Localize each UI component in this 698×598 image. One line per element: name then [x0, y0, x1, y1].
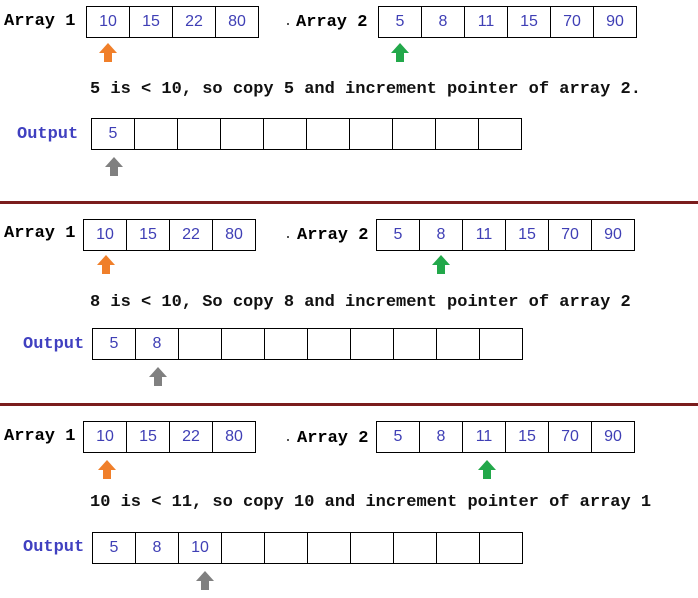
output-cell: 5 — [92, 328, 136, 360]
output-cells: 5 8 10 — [92, 532, 523, 564]
output-cell — [307, 328, 351, 360]
output-label: Output — [23, 538, 85, 557]
array2-cell: 5 — [378, 6, 422, 38]
output-cell — [220, 118, 264, 150]
array2-pointer-arrow-icon — [478, 460, 496, 479]
output-label: Output — [23, 335, 85, 354]
array2-cell: 90 — [593, 6, 637, 38]
array2-cell: 5 — [376, 219, 420, 251]
array2-cell: 8 — [419, 219, 463, 251]
array1-cell: 22 — [169, 219, 213, 251]
output-cell — [436, 328, 480, 360]
step-message: 10 is < 11, so copy 10 and increment poi… — [90, 493, 652, 512]
array1-cell: 10 — [83, 421, 127, 453]
step-panel-3: Array 1 10 15 22 80 Array 2 5 8 11 15 70… — [0, 406, 698, 598]
array1-label: Array 1 — [4, 12, 76, 31]
output-cell — [478, 118, 522, 150]
array1-cells: 10 15 22 80 — [86, 6, 259, 38]
array1-cell: 22 — [169, 421, 213, 453]
array2-cells: 5 8 11 15 70 90 — [378, 6, 637, 38]
array2-cell: 90 — [591, 421, 635, 453]
array1-cell: 80 — [212, 219, 256, 251]
separator-dot — [287, 236, 289, 238]
array1-cell: 80 — [212, 421, 256, 453]
array1-cell: 15 — [126, 219, 170, 251]
array2-cell: 11 — [462, 421, 506, 453]
array1-pointer-arrow-icon — [99, 43, 117, 62]
output-pointer-arrow-icon — [105, 157, 123, 176]
output-cell — [264, 328, 308, 360]
output-cell — [393, 532, 437, 564]
array2-cells: 5 8 11 15 70 90 — [376, 219, 635, 251]
output-cell — [349, 118, 393, 150]
array1-cells: 10 15 22 80 — [83, 421, 256, 453]
array2-cell: 70 — [550, 6, 594, 38]
output-cell — [221, 328, 265, 360]
output-cell — [306, 118, 350, 150]
array1-label: Array 1 — [4, 224, 76, 243]
array2-label: Array 2 — [297, 226, 369, 245]
array1-cell: 15 — [126, 421, 170, 453]
output-cell — [307, 532, 351, 564]
output-cell — [178, 328, 222, 360]
array2-cell: 5 — [376, 421, 420, 453]
array1-cells: 10 15 22 80 — [83, 219, 256, 251]
array2-cell: 11 — [464, 6, 508, 38]
array2-label: Array 2 — [297, 429, 369, 448]
output-pointer-arrow-icon — [149, 367, 167, 386]
output-cell — [264, 532, 308, 564]
output-cell — [177, 118, 221, 150]
step-panel-2: Array 1 10 15 22 80 Array 2 5 8 11 15 70… — [0, 204, 698, 404]
array1-cell: 22 — [172, 6, 216, 38]
output-cell: 8 — [135, 532, 179, 564]
output-cell — [350, 328, 394, 360]
array1-cell: 10 — [86, 6, 130, 38]
output-pointer-arrow-icon — [196, 571, 214, 590]
output-cell — [479, 532, 523, 564]
array2-cell: 15 — [507, 6, 551, 38]
array1-label: Array 1 — [4, 427, 76, 446]
array2-cell: 8 — [419, 421, 463, 453]
array2-pointer-arrow-icon — [391, 43, 409, 62]
array2-cell: 15 — [505, 421, 549, 453]
step-panel-1: Array 1 10 15 22 80 Array 2 5 8 11 15 70… — [0, 0, 698, 200]
panel-separator — [0, 201, 698, 204]
array1-cell: 10 — [83, 219, 127, 251]
output-cell: 8 — [135, 328, 179, 360]
step-message: 8 is < 10, So copy 8 and increment point… — [90, 293, 631, 312]
array2-pointer-arrow-icon — [432, 255, 450, 274]
output-cell — [392, 118, 436, 150]
output-cell — [436, 532, 480, 564]
output-cell — [479, 328, 523, 360]
array2-cell: 11 — [462, 219, 506, 251]
output-cell: 5 — [91, 118, 135, 150]
output-cell — [350, 532, 394, 564]
output-cell — [393, 328, 437, 360]
output-label: Output — [17, 125, 79, 144]
array1-cell: 15 — [129, 6, 173, 38]
array2-cell: 70 — [548, 421, 592, 453]
separator-dot — [287, 23, 289, 25]
array2-cells: 5 8 11 15 70 90 — [376, 421, 635, 453]
panel-separator — [0, 403, 698, 406]
array2-cell: 70 — [548, 219, 592, 251]
array1-pointer-arrow-icon — [97, 255, 115, 274]
output-cell — [221, 532, 265, 564]
output-cell: 10 — [178, 532, 222, 564]
output-cell — [435, 118, 479, 150]
array1-pointer-arrow-icon — [98, 460, 116, 479]
output-cells: 5 8 — [92, 328, 523, 360]
separator-dot — [287, 439, 289, 441]
array2-label: Array 2 — [296, 13, 368, 32]
array2-cell: 8 — [421, 6, 465, 38]
output-cell — [134, 118, 178, 150]
array1-cell: 80 — [215, 6, 259, 38]
array2-cell: 90 — [591, 219, 635, 251]
array2-cell: 15 — [505, 219, 549, 251]
step-message: 5 is < 10, so copy 5 and increment point… — [90, 80, 641, 99]
output-cell — [263, 118, 307, 150]
output-cells: 5 — [91, 118, 522, 150]
output-cell: 5 — [92, 532, 136, 564]
